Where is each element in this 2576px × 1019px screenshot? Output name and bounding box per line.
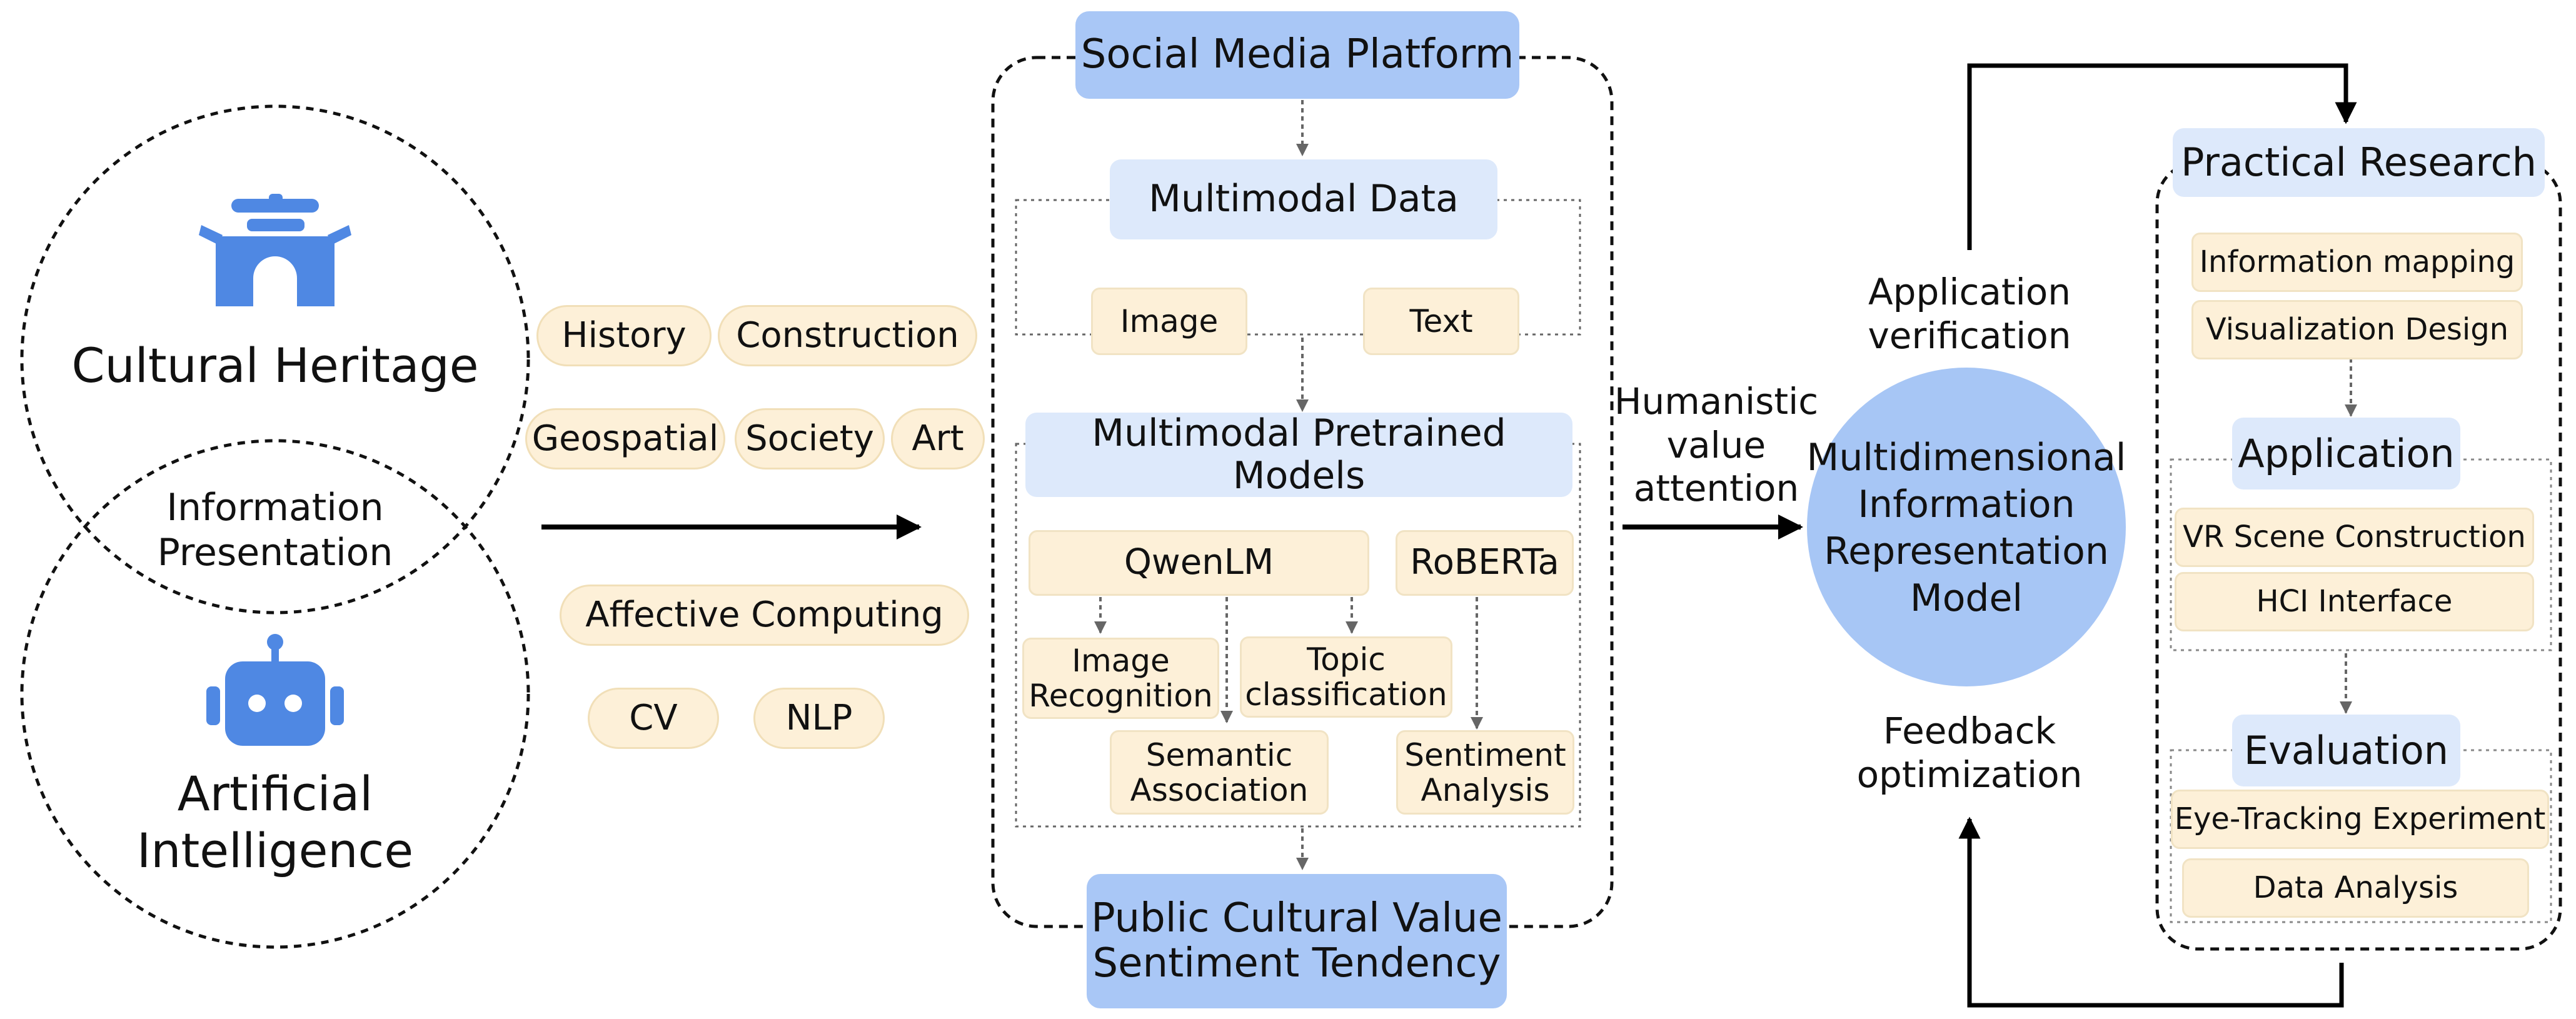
qwenlm-box: QwenLM [1029, 530, 1369, 596]
tag-nlp: NLP [753, 688, 885, 749]
feedback-loop-arrow [1958, 816, 2344, 1008]
semantic-association-box: Semantic Association [1110, 730, 1329, 815]
robot-icon [206, 634, 344, 746]
roberta-box: RoBERTa [1396, 530, 1574, 596]
tag-art: Art [891, 408, 985, 469]
evaluation-box: Evaluation [2232, 715, 2460, 786]
tag-affective-computing: Affective Computing [560, 585, 969, 646]
humanistic-value-label: Humanistic value attention [1614, 380, 1819, 510]
feedback-optimization-label: Feedback optimization [1856, 710, 2083, 796]
tag-construction: Construction [718, 305, 977, 366]
application-verification-label: Application verification [1868, 271, 2071, 357]
practical-research-container [2155, 161, 2562, 951]
cultural-heritage-circle [20, 104, 530, 615]
information-presentation-label: Information Presentation [157, 485, 393, 575]
practical-research-box: Practical Research [2173, 128, 2545, 197]
topic-classification-box: Topic classification [1240, 636, 1452, 718]
tag-history: History [536, 305, 712, 366]
data-analysis-box: Data Analysis [2182, 858, 2529, 918]
sentiment-tendency-box: Public Cultural Value Sentiment Tendency [1087, 874, 1507, 1008]
multimodal-data-section [1015, 199, 1581, 336]
verification-loop-arrow [1967, 63, 2357, 250]
cultural-heritage-label: Cultural Heritage [71, 338, 479, 394]
eye-tracking-box: Eye-Tracking Experiment [2171, 790, 2549, 849]
application-box: Application [2232, 418, 2460, 489]
multimodal-data-box: Multimodal Data [1110, 159, 1497, 239]
ai-circle [20, 439, 530, 949]
model-label: Multidimensional Information Representat… [1806, 436, 2126, 620]
text-box: Text [1363, 288, 1519, 355]
tag-society: Society [735, 408, 885, 469]
visualization-design-box: Visualization Design [2191, 300, 2523, 359]
vr-scene-box: VR Scene Construction [2175, 508, 2534, 567]
artificial-intelligence-label: Artificial Intelligence [136, 765, 414, 878]
tag-cv: CV [588, 688, 719, 749]
heritage-gate-icon [199, 194, 351, 306]
social-media-platform-box: Social Media Platform [1075, 11, 1519, 99]
tag-geospatial: Geospatial [525, 408, 725, 469]
hci-interface-box: HCI Interface [2175, 572, 2534, 631]
image-recognition-box: Image Recognition [1022, 638, 1219, 719]
information-mapping-box: Information mapping [2191, 233, 2523, 292]
model-circle [1807, 368, 2126, 686]
image-box: Image [1091, 288, 1247, 355]
pretrained-models-box: Multimodal Pretrained Models [1025, 413, 1572, 497]
sentiment-analysis-box: Sentiment Analysis [1396, 730, 1574, 815]
